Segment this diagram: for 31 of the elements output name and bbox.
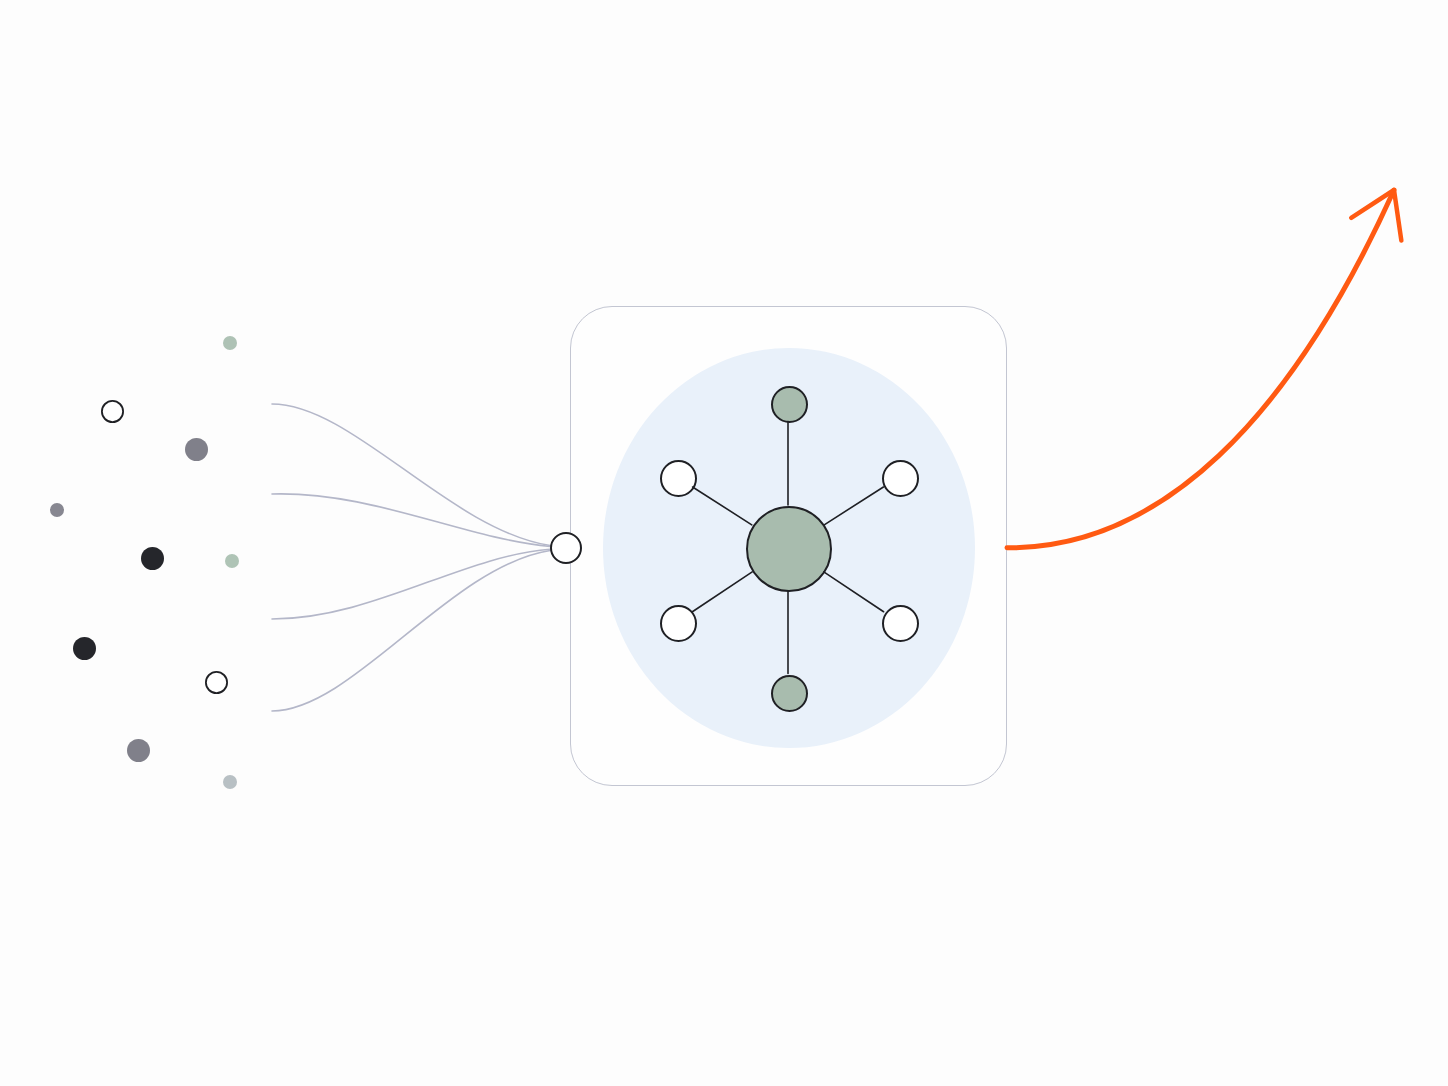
network-node-icon bbox=[659, 604, 697, 642]
dot-icon bbox=[184, 437, 208, 461]
dot-icon bbox=[72, 636, 96, 660]
dot-icon bbox=[225, 554, 239, 568]
spoke-line bbox=[691, 486, 753, 526]
network-panel bbox=[570, 306, 1007, 786]
connector-line bbox=[271, 548, 551, 620]
dot-icon bbox=[50, 503, 64, 517]
network-node-icon bbox=[881, 459, 919, 497]
connector-line bbox=[271, 549, 551, 712]
hub-node-icon bbox=[746, 506, 832, 592]
connector-line bbox=[271, 493, 551, 548]
network-node-icon bbox=[881, 604, 919, 642]
spoke-line bbox=[787, 420, 789, 506]
junction-icon bbox=[550, 532, 582, 564]
dot-icon bbox=[100, 399, 124, 423]
network-node-icon bbox=[770, 674, 808, 712]
spoke-line bbox=[691, 571, 753, 613]
network-node-icon bbox=[659, 459, 697, 497]
network-node-icon bbox=[770, 385, 808, 423]
dot-icon bbox=[223, 336, 237, 350]
dot-icon bbox=[140, 546, 164, 570]
dot-icon bbox=[204, 670, 228, 694]
spoke-line bbox=[787, 590, 789, 675]
curved-arrow bbox=[1004, 187, 1403, 551]
spoke-line bbox=[823, 486, 885, 526]
dot-icon bbox=[126, 738, 150, 762]
network-backdrop bbox=[603, 348, 975, 748]
connector-line bbox=[271, 403, 551, 547]
spoke-line bbox=[823, 571, 885, 613]
dot-icon bbox=[223, 775, 237, 789]
